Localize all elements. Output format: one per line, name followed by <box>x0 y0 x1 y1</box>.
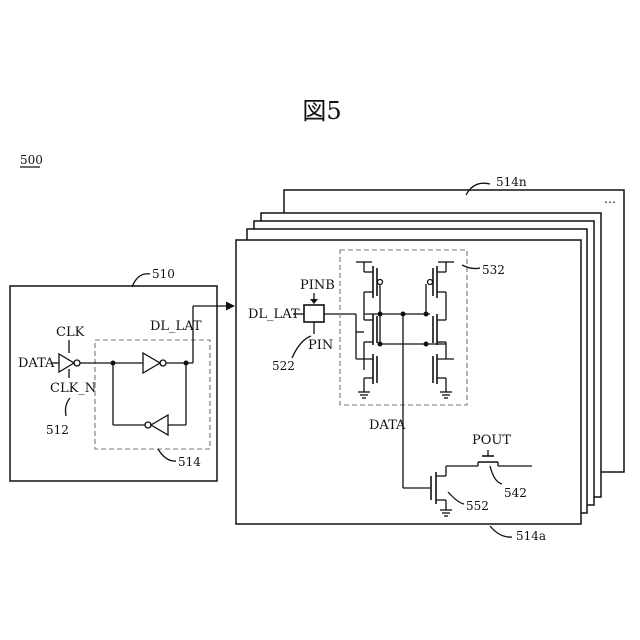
junction-bottom-right <box>424 342 429 347</box>
label-pin: PIN <box>308 338 333 353</box>
figure-ref-500: 500 <box>20 153 43 167</box>
ref-512: 512 <box>46 423 69 437</box>
label-dl-lat-in: DL_LAT <box>248 307 300 322</box>
label-pout: POUT <box>472 433 511 448</box>
stacked-latch-panels <box>236 190 624 524</box>
label-dl-lat-out: DL_LAT <box>150 319 202 334</box>
leader-510 <box>132 274 150 287</box>
figure-title: 図5 <box>302 97 341 125</box>
ref-532: 532 <box>482 263 505 277</box>
ref-522: 522 <box>272 359 295 373</box>
label-pinb: PINB <box>300 278 335 293</box>
label-clk: CLK <box>56 325 85 340</box>
ref-514: 514 <box>178 455 201 469</box>
ref-510: 510 <box>152 267 175 281</box>
ellipsis-mark: ⋯ <box>604 195 616 209</box>
label-data-internal: DATA <box>369 418 406 433</box>
label-clk-n: CLK_N <box>50 381 96 396</box>
ref-514a: 514a <box>516 529 546 543</box>
ref-552: 552 <box>466 499 489 513</box>
panel-514a <box>236 240 581 524</box>
ref-514n: 514n <box>496 175 527 189</box>
leader-514a <box>490 526 512 537</box>
ref-542: 542 <box>504 486 527 500</box>
label-data-in: DATA <box>18 356 55 371</box>
